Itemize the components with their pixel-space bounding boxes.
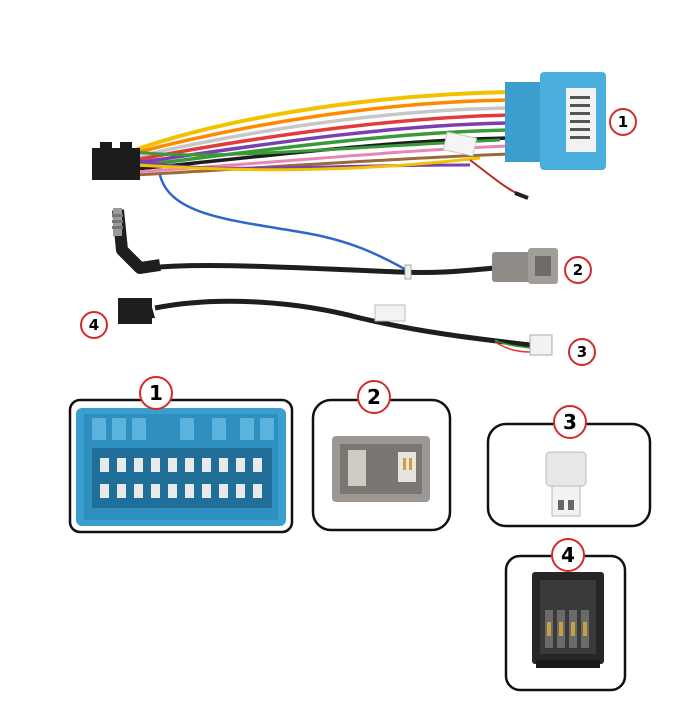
panel-4-callout: 4: [551, 538, 585, 572]
blue-connector-1: [505, 72, 606, 170]
panel-3-connector-face: [486, 422, 652, 528]
connector-pin: [236, 458, 245, 472]
connector-pin: [168, 484, 177, 498]
connector-pin: [168, 458, 177, 472]
connector-pin: [151, 484, 160, 498]
connector-pin: [134, 484, 143, 498]
connector-pin: [219, 484, 228, 498]
radio-side-plug: [92, 142, 140, 180]
connector-pin: [134, 458, 143, 472]
panel-4-connector-face: [504, 554, 627, 692]
connector-pin: [253, 458, 262, 472]
callout-4: 4: [80, 311, 108, 339]
panel-1-pin-grid: [100, 458, 262, 498]
wire-label-tag: [442, 131, 478, 157]
connector-pin: [151, 458, 160, 472]
panel-3-callout: 3: [553, 405, 587, 439]
antenna-cable: [112, 208, 496, 280]
connector-pin: [219, 458, 228, 472]
signal-cable-label: [374, 304, 406, 322]
panel-1-callout: 1: [139, 376, 173, 410]
connector-pin: [100, 458, 109, 472]
panel-2-connector-face: [311, 398, 452, 532]
connector-pin: [202, 484, 211, 498]
connector-pin: [202, 458, 211, 472]
connector-pin: [185, 458, 194, 472]
connector-pin: [236, 484, 245, 498]
signal-cable: [118, 298, 553, 356]
callout-1: 1: [609, 108, 637, 136]
connector-pin: [185, 484, 194, 498]
panel-2-callout: 2: [357, 380, 391, 414]
main-harness-wires: [134, 90, 529, 274]
callout-2: 2: [564, 256, 592, 284]
connector-pin: [117, 484, 126, 498]
callout-3: 3: [568, 338, 596, 366]
grey-connector-2: [492, 248, 558, 284]
connector-pin: [100, 484, 109, 498]
connector-pin: [117, 458, 126, 472]
connector-pin: [253, 484, 262, 498]
